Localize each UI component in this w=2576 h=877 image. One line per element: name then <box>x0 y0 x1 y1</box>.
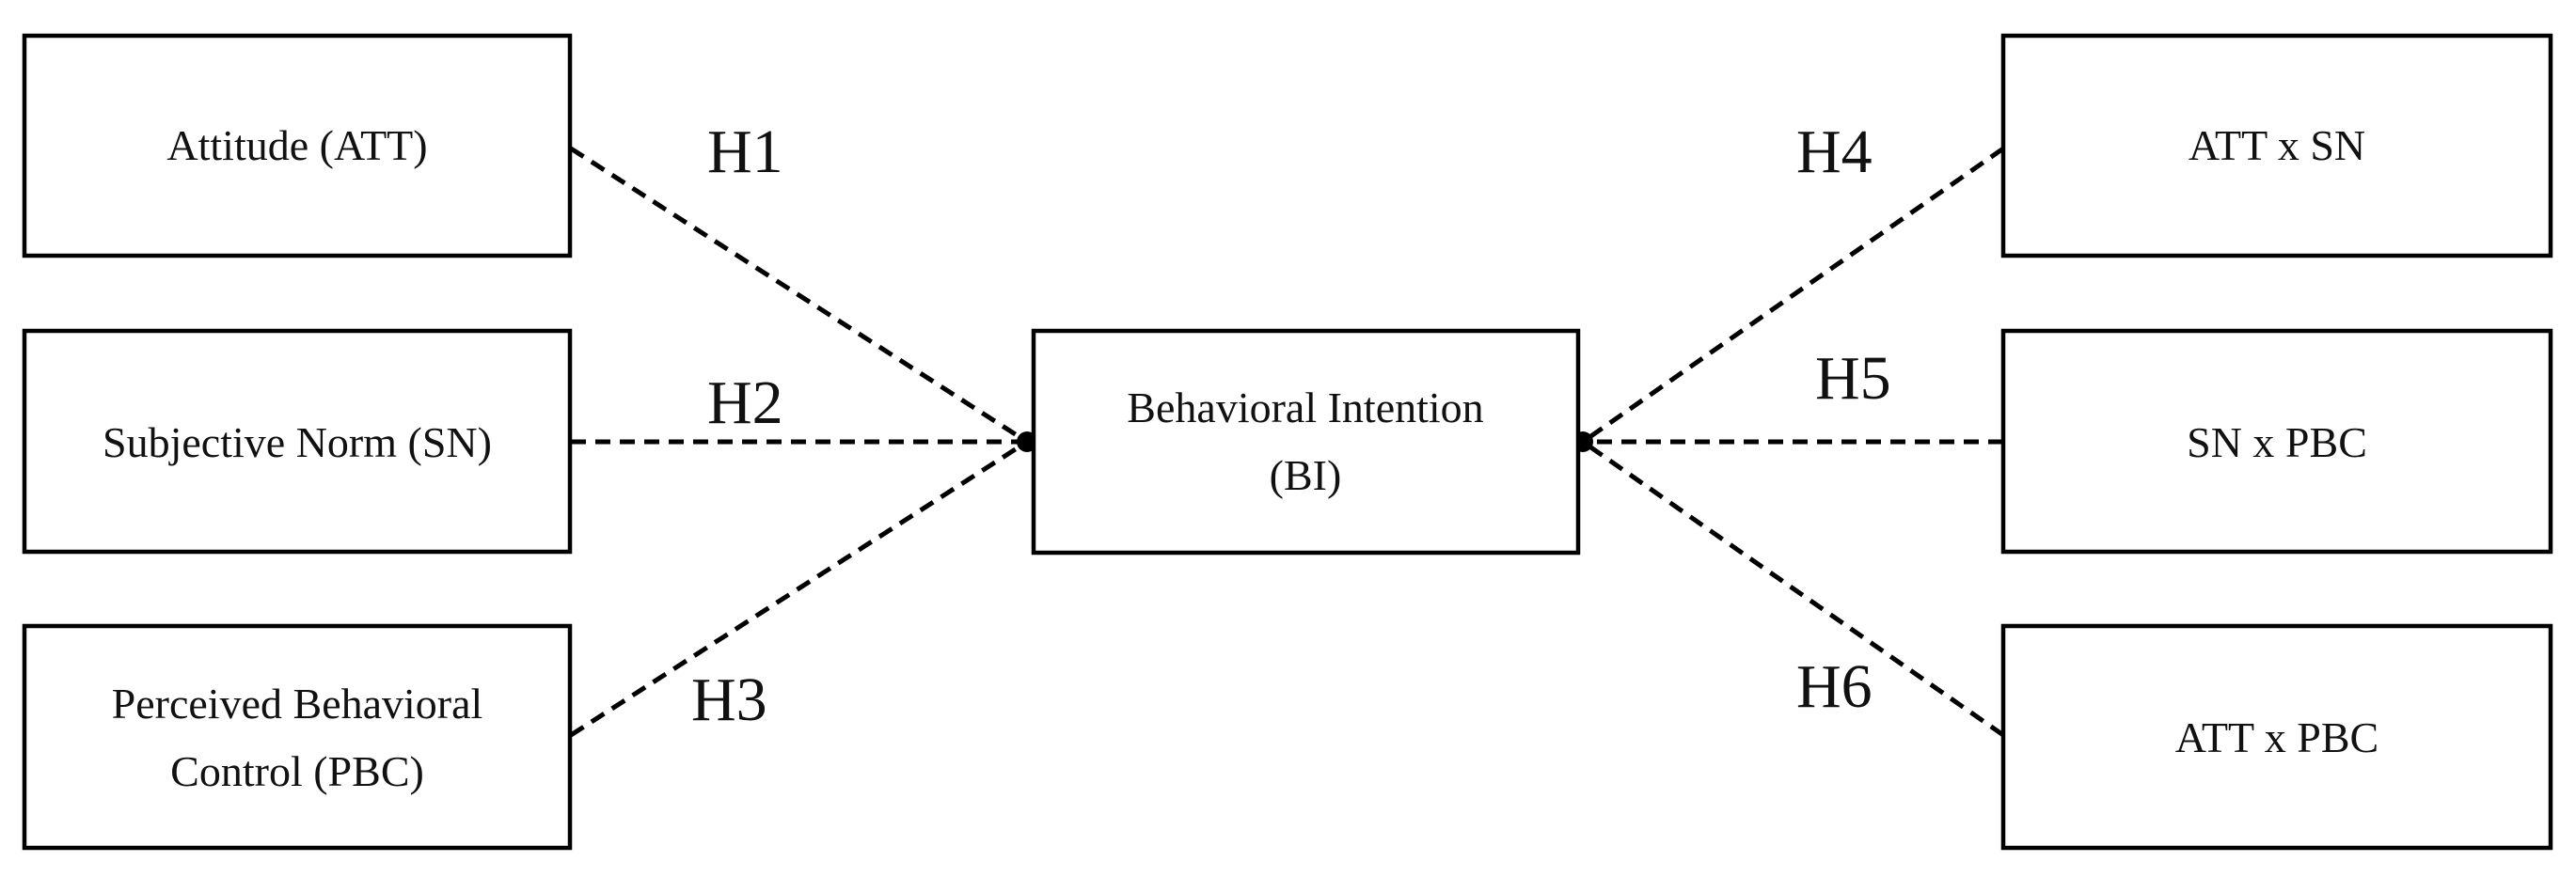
node-attitude: Attitude (ATT) <box>22 33 573 258</box>
node-subjective-norm-label: Subjective Norm (SN) <box>103 418 492 466</box>
edge-h6 <box>1581 439 2005 738</box>
edge-h3 <box>569 439 1029 738</box>
node-perceived-control-label-line1: Perceived Behavioral <box>112 680 483 728</box>
edge-labels: H1 H2 H3 H4 H5 H6 <box>691 117 1891 734</box>
node-sn-x-pbc-label: SN x PBC <box>2187 418 2367 466</box>
node-behavioral-intention-label-line2: (BI) <box>1270 451 1342 499</box>
edge-label-h1: H1 <box>707 117 783 186</box>
node-behavioral-intention-label-line1: Behavioral Intention <box>1127 384 1483 431</box>
node-attitude-label: Attitude (ATT) <box>166 121 427 169</box>
edge-label-h2: H2 <box>707 368 783 437</box>
node-behavioral-intention: Behavioral Intention (BI) <box>1031 328 1581 556</box>
node-att-x-pbc: ATT x PBC <box>2000 623 2553 851</box>
node-perceived-control-label-line2: Control (PBC) <box>170 747 424 795</box>
node-att-x-sn: ATT x SN <box>2000 33 2553 258</box>
edge-label-h5: H5 <box>1815 344 1891 413</box>
edge-h4 <box>1581 146 2005 445</box>
node-perceived-control: Perceived Behavioral Control (PBC) <box>22 623 573 851</box>
edge-h1 <box>569 146 1029 445</box>
node-att-x-pbc-label: ATT x PBC <box>2175 713 2378 761</box>
edge-label-h6: H6 <box>1796 652 1873 721</box>
node-att-x-sn-label: ATT x SN <box>2189 121 2365 169</box>
node-subjective-norm: Subjective Norm (SN) <box>22 328 573 555</box>
edges <box>569 146 2005 738</box>
node-sn-x-pbc: SN x PBC <box>2000 328 2553 555</box>
edge-label-h3: H3 <box>691 666 767 734</box>
edge-label-h4: H4 <box>1796 117 1873 186</box>
